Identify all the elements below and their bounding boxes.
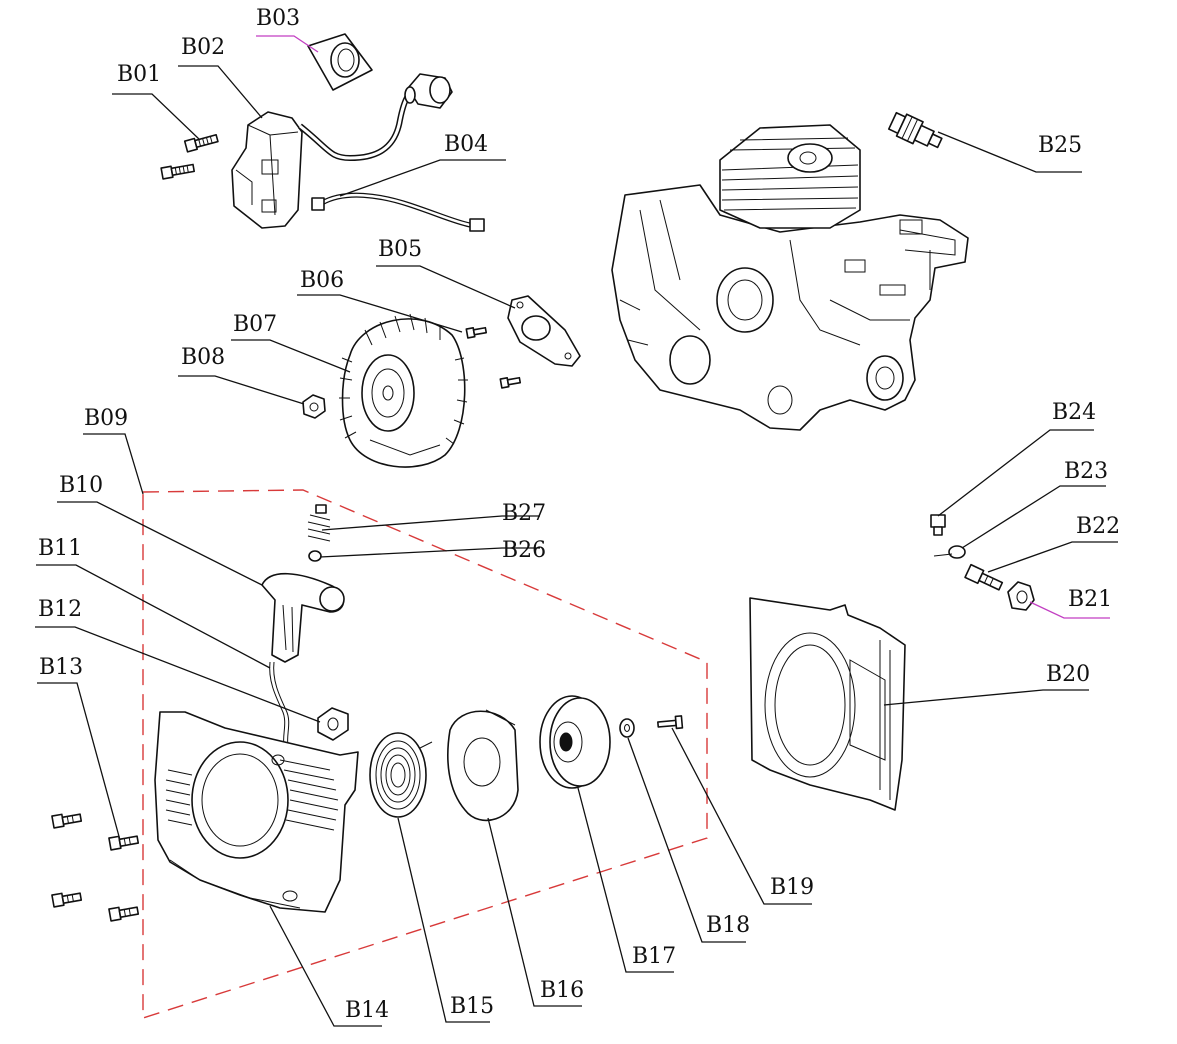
leader-b27 <box>321 515 540 531</box>
part-b17-pulley <box>539 695 611 789</box>
label-b07: B07 <box>233 312 277 337</box>
leader-b22 <box>987 541 1118 573</box>
label-b24: B24 <box>1052 400 1096 425</box>
leader-b05 <box>376 265 516 309</box>
label-b06: B06 <box>300 268 344 293</box>
leader-b23 <box>961 485 1106 549</box>
leader-b09 <box>83 433 144 495</box>
leader-b19 <box>671 727 812 905</box>
leader-b08 <box>178 375 305 405</box>
label-b26: B26 <box>502 538 546 563</box>
engine-crankcase-cylinder <box>611 124 969 431</box>
label-b25: B25 <box>1038 133 1082 158</box>
leader-b10 <box>57 501 263 586</box>
label-b15: B15 <box>450 994 494 1019</box>
part-b27-spring-cap <box>307 504 331 542</box>
leader-b20 <box>883 689 1089 706</box>
part-labels: B01 B02 B03 B04 B05 B06 B07 B08 B09 B10 … <box>38 6 1120 1023</box>
label-b05: B05 <box>378 237 422 262</box>
part-b21-nut <box>1007 581 1035 611</box>
part-b24-bolt <box>930 514 946 536</box>
label-b03: B03 <box>256 6 300 31</box>
label-b01: B01 <box>117 62 161 87</box>
leader-b18 <box>627 737 746 943</box>
label-b11: B11 <box>38 536 82 561</box>
part-b15-recoil-spring <box>369 732 433 818</box>
part-b06-screws <box>465 326 522 389</box>
label-b23: B23 <box>1064 459 1108 484</box>
part-b10-starter-handle <box>261 572 345 663</box>
leader-b01 <box>112 93 201 141</box>
part-b08-nut <box>302 394 326 419</box>
part-b12-rope-guide <box>317 707 349 741</box>
part-b14-starter-housing <box>154 711 359 913</box>
part-b07-flywheel <box>339 313 468 468</box>
leader-b26 <box>319 547 540 558</box>
leader-b21 <box>1029 601 1110 619</box>
part-b05-gasket <box>507 295 581 367</box>
part-b02-ignition-coil <box>231 73 453 229</box>
leader-b15 <box>397 817 490 1023</box>
leader-b02 <box>178 65 263 119</box>
starter-assembly-group-outline <box>142 489 708 1019</box>
label-b16: B16 <box>540 978 584 1003</box>
part-b11-starter-rope <box>269 661 290 746</box>
label-b21: B21 <box>1068 587 1112 612</box>
leader-b14 <box>269 905 382 1027</box>
leader-b04 <box>339 159 506 197</box>
part-b26-spring-base <box>308 550 322 562</box>
leader-b07 <box>231 339 351 373</box>
part-b22-adjuster-screw <box>964 563 1004 591</box>
leader-b13 <box>37 682 121 841</box>
label-b12: B12 <box>38 597 82 622</box>
label-b09: B09 <box>84 406 128 431</box>
part-b04-wire <box>311 192 485 232</box>
label-b19: B19 <box>770 875 814 900</box>
leader-b16 <box>487 817 582 1007</box>
label-b08: B08 <box>181 345 225 370</box>
label-b02: B02 <box>181 35 225 60</box>
label-b22: B22 <box>1076 514 1120 539</box>
part-b23-clip <box>933 545 966 559</box>
label-b13: B13 <box>39 655 83 680</box>
label-b27: B27 <box>502 501 546 526</box>
part-b25-spark-plug <box>887 111 943 149</box>
label-b17: B17 <box>632 944 676 969</box>
leader-b25 <box>937 131 1082 173</box>
part-b20-fan-housing <box>749 597 906 811</box>
label-b04: B04 <box>444 132 488 157</box>
part-b19-screw <box>657 715 684 730</box>
label-b14: B14 <box>345 998 389 1023</box>
leader-b06 <box>297 294 463 333</box>
leader-lines <box>35 35 1118 1027</box>
leader-b03 <box>256 35 319 53</box>
label-b10: B10 <box>59 473 103 498</box>
leader-b11 <box>36 564 271 669</box>
leader-b24 <box>937 429 1094 517</box>
part-b03-grommet <box>307 33 373 91</box>
leader-b12 <box>35 626 321 723</box>
part-b18-washer <box>619 718 635 738</box>
label-b18: B18 <box>706 913 750 938</box>
leader-b17 <box>577 787 674 973</box>
label-b20: B20 <box>1046 662 1090 687</box>
part-b13-screws <box>51 813 140 922</box>
part-b16-spring-cover <box>447 709 519 822</box>
part-b01-screws <box>160 134 219 180</box>
